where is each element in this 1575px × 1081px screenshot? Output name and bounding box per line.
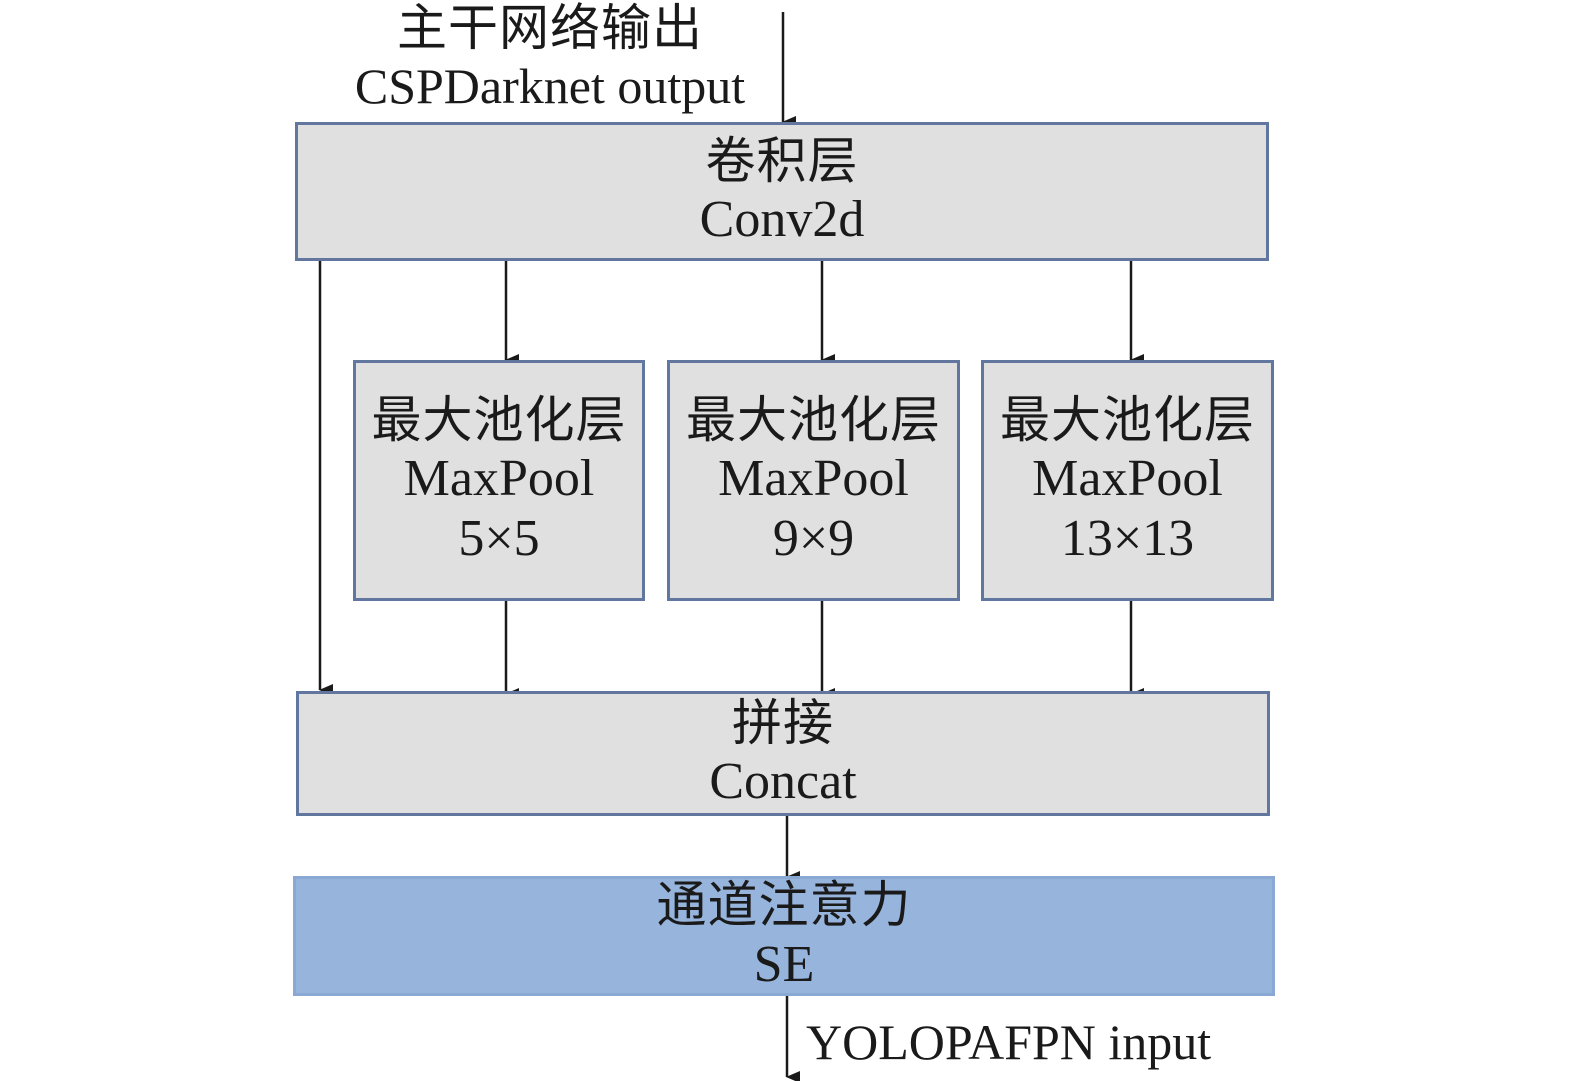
se-attention-block: 通道注意力 SE (293, 876, 1275, 996)
conv2d-block: 卷积层 Conv2d (295, 122, 1269, 261)
se-label-cn: 通道注意力 (656, 877, 912, 934)
maxpool-label-en: MaxPool (1032, 450, 1223, 508)
maxpool-kernel-size: 9×9 (772, 510, 855, 568)
input-label-en: CSPDarknet output (354, 57, 746, 114)
maxpool-label-cn: 最大池化层 (371, 391, 627, 448)
maxpool-block-13x13: 最大池化层 MaxPool 13×13 (981, 360, 1274, 601)
input-label-cn: 主干网络输出 (397, 0, 703, 56)
maxpool-label-en: MaxPool (718, 450, 909, 508)
concat-label-cn: 拼接 (732, 694, 834, 751)
maxpool-block-5x5: 最大池化层 MaxPool 5×5 (353, 360, 645, 601)
maxpool-label-en: MaxPool (403, 450, 595, 508)
se-label-en: SE (753, 935, 815, 993)
concat-label-en: Concat (709, 753, 857, 811)
input-label: 主干网络输出 CSPDarknet output (330, 0, 770, 115)
maxpool-kernel-size: 5×5 (458, 510, 540, 568)
maxpool-kernel-size: 13×13 (1060, 510, 1195, 568)
concat-block: 拼接 Concat (296, 691, 1270, 816)
output-label-en: YOLOPAFPN input (806, 1014, 1212, 1070)
conv2d-label-cn: 卷积层 (705, 132, 859, 189)
maxpool-label-cn: 最大池化层 (1000, 391, 1255, 448)
output-label: YOLOPAFPN input (806, 1014, 1211, 1072)
maxpool-block-9x9: 最大池化层 MaxPool 9×9 (667, 360, 960, 601)
conv2d-label-en: Conv2d (699, 191, 865, 249)
maxpool-label-cn: 最大池化层 (686, 391, 941, 448)
